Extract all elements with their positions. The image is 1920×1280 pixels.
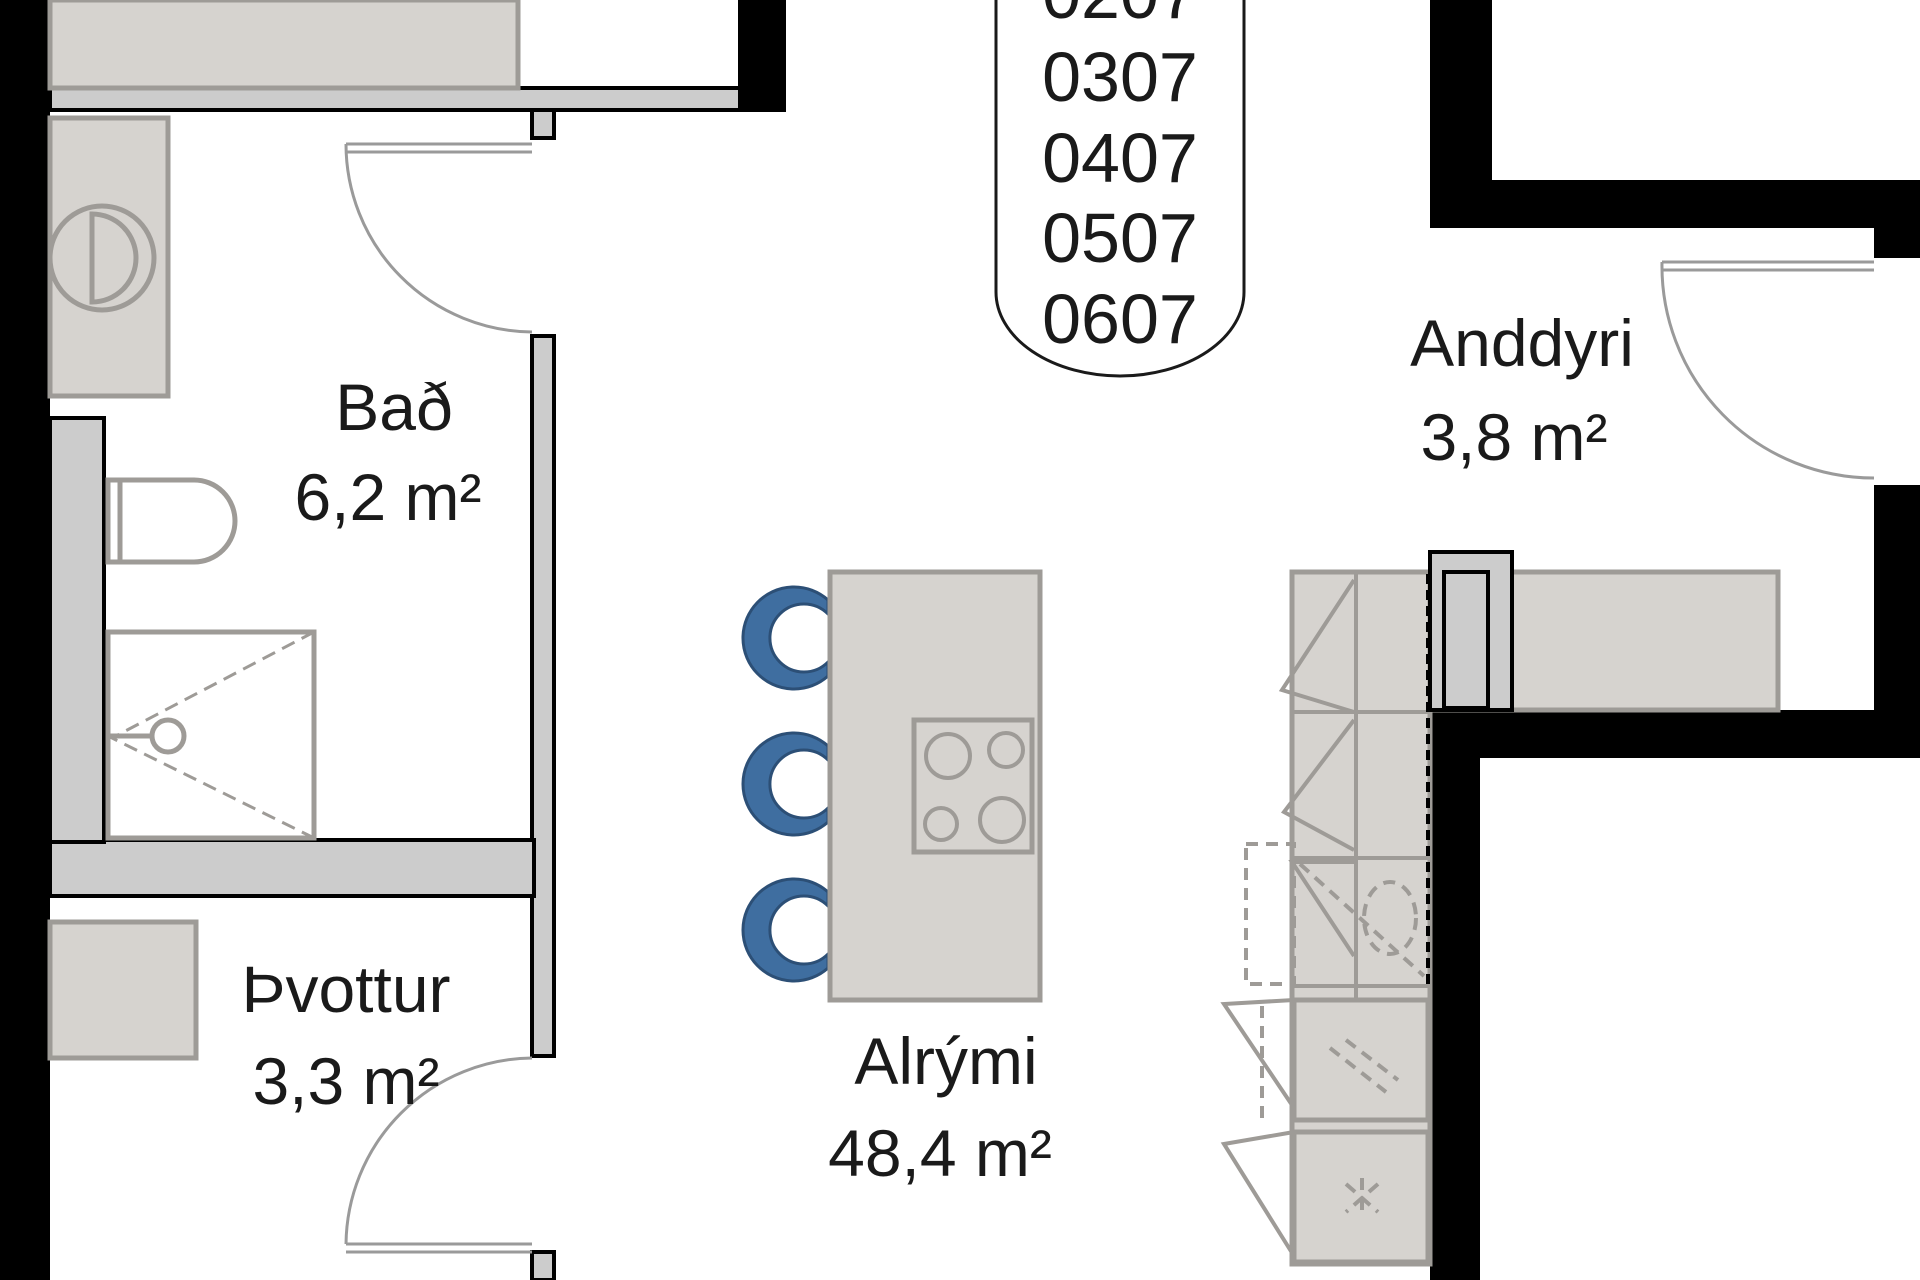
shower-drain-icon — [149, 717, 187, 755]
wall-right-upper-horizontal — [1430, 180, 1920, 228]
washer-door-icon — [89, 211, 139, 305]
room-name-laundry: Þvottur — [241, 952, 450, 1026]
burner-icon — [924, 732, 972, 780]
oven-door-swing — [1220, 998, 1296, 1110]
laundry-counter — [47, 919, 199, 1061]
dishwasher-outline — [1244, 842, 1296, 986]
cabinet-door-swing — [1280, 718, 1356, 852]
unit-number: 0207 — [1042, 0, 1198, 33]
interior-partitions — [48, 86, 742, 1280]
stool-top-icon — [741, 585, 830, 691]
washer-drum-icon — [47, 203, 157, 313]
stool-middle-icon — [741, 731, 830, 837]
partition-bath-bottom — [48, 838, 536, 898]
wall-left — [0, 0, 50, 1280]
partition-bath-right — [530, 334, 556, 1058]
unit-numbers-pill — [994, 0, 1246, 378]
unit-numbers-badge: 0207 0307 0407 0507 0607 — [994, 0, 1246, 378]
oven-symbol-icon — [1328, 1038, 1400, 1094]
burner-icon — [987, 731, 1025, 769]
door-laundry-swing — [344, 1056, 533, 1245]
room-area-laundry: 3,3 m² — [252, 1044, 439, 1118]
unit-number: 0507 — [1042, 199, 1198, 277]
burner-icon — [978, 796, 1026, 844]
bathroom-fixtures — [47, 0, 521, 841]
wall-right-jamb-bottom — [1874, 485, 1920, 725]
toilet-bowl-icon — [117, 477, 238, 565]
fridge-inner — [1442, 570, 1490, 710]
wall-right-lower-vertical — [1430, 710, 1480, 1280]
oven — [1291, 997, 1431, 1123]
cabinet-dashed — [1244, 574, 1430, 1218]
burner-icon — [923, 806, 959, 842]
doors — [344, 142, 1875, 1254]
partition-top-stub — [530, 108, 556, 140]
washer-counter — [47, 115, 171, 399]
door-entry-swing — [1660, 261, 1875, 480]
fan-symbol-icon — [1344, 1178, 1380, 1218]
hob-door-swing — [1220, 1130, 1296, 1258]
partition-laundry-right-stub — [530, 1250, 556, 1280]
unit-number: 0307 — [1042, 38, 1198, 116]
kitchen-island — [741, 569, 1043, 1003]
room-name-entry: Anddyri — [1410, 306, 1634, 380]
partition-bath-left — [48, 416, 106, 844]
room-area-living: 48,4 m² — [828, 1116, 1052, 1190]
cabinet-lines — [1220, 574, 1430, 1258]
room-area-entry: 3,8 m² — [1420, 400, 1607, 474]
wall-top-middle — [738, 0, 786, 112]
wall-right-lower-horizontal — [1430, 710, 1920, 758]
door-bath-swing — [344, 143, 533, 334]
cabinet-door-swing — [1278, 578, 1356, 714]
wall-right-jamb-top — [1874, 180, 1920, 258]
unit-number: 0407 — [1042, 119, 1198, 197]
room-area-bath: 6,2 m² — [294, 460, 481, 534]
unit-number: 0607 — [1042, 280, 1198, 358]
room-name-living: Alrými — [854, 1024, 1037, 1098]
room-labels: Bað 6,2 m² Þvottur 3,3 m² Alrými 48,4 m²… — [241, 306, 1633, 1190]
room-name-bath: Bað — [335, 370, 452, 444]
partition-top — [48, 86, 742, 112]
top-counter — [47, 0, 521, 91]
stool-bottom-icon — [741, 877, 830, 983]
